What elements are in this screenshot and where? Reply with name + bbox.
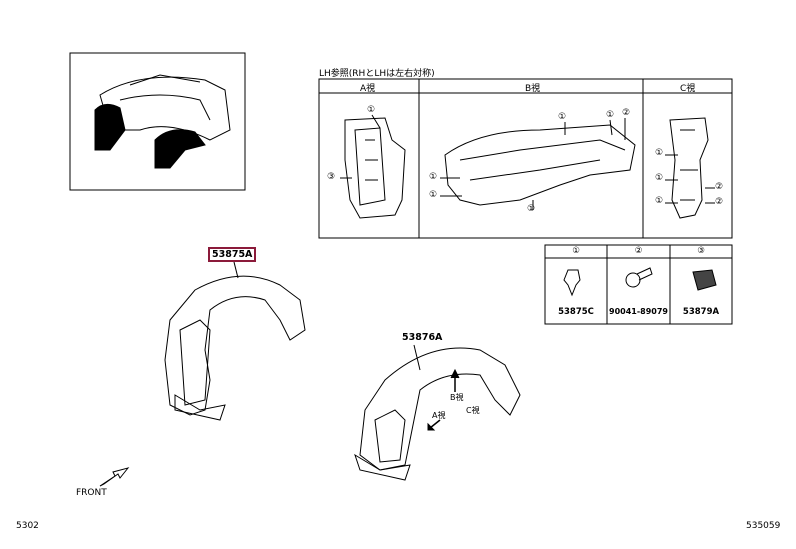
callout-a-3: ③ xyxy=(327,172,336,182)
overview-liner-right xyxy=(154,129,206,169)
callout-c-1a: ① xyxy=(655,148,664,158)
table-key-2: ② xyxy=(634,246,643,256)
washer-icon-shape xyxy=(625,272,641,288)
lh-liner-outline xyxy=(359,347,521,471)
lh-reference-frame xyxy=(318,78,733,239)
part-label-53875A[interactable]: 53875A xyxy=(208,247,257,262)
callout-b-2: ② xyxy=(622,108,631,118)
table-part-53879A[interactable]: 53879A xyxy=(682,307,720,317)
arrow-label-a: A視 xyxy=(432,411,446,420)
table-part-53875C[interactable]: 53875C xyxy=(558,307,594,317)
grommet-icon-shape xyxy=(692,269,717,291)
front-arrow xyxy=(99,467,130,487)
table-key-1: ① xyxy=(572,246,580,256)
lh-reference-note: LH参照(RHとLHは左右対称) xyxy=(319,69,435,79)
arrow-label-c: C視 xyxy=(466,406,480,415)
a-view-part xyxy=(344,117,406,219)
arrow-label-b: B視 xyxy=(450,393,464,402)
footer-diagram-id: 535059 xyxy=(746,521,781,531)
callout-c-1b: ① xyxy=(655,173,664,183)
rh-liner-outline xyxy=(164,275,306,416)
table-key-3: ③ xyxy=(697,246,705,256)
car-body-outline xyxy=(99,76,231,141)
table-part-90041-89079[interactable]: 90041-89079 xyxy=(609,307,668,316)
callout-b-1-top: ① xyxy=(558,112,567,122)
part-label-53876A[interactable]: 53876A xyxy=(402,332,443,343)
callout-b-1-top2: ① xyxy=(606,110,615,120)
parts-table-frame xyxy=(544,244,733,325)
b-view-part xyxy=(444,124,636,206)
view-label-c: C視 xyxy=(680,84,696,94)
callout-c-2b: ② xyxy=(715,197,724,207)
overview-liner-left xyxy=(94,104,126,151)
callout-b-1-left2: ① xyxy=(429,190,438,200)
callout-b-1-left: ① xyxy=(429,172,438,182)
clip-icon-shape xyxy=(563,269,581,297)
callout-b-1-bottom: ① xyxy=(527,204,536,214)
view-label-b: B視 xyxy=(525,84,541,94)
footer-page-code: 5302 xyxy=(16,521,39,531)
view-label-a: A視 xyxy=(360,84,376,94)
callout-c-1c: ① xyxy=(655,196,664,206)
front-label: FRONT xyxy=(76,488,107,498)
callout-c-2a: ② xyxy=(715,182,724,192)
overview-frame xyxy=(69,52,246,191)
callout-a-1: ① xyxy=(367,105,376,115)
